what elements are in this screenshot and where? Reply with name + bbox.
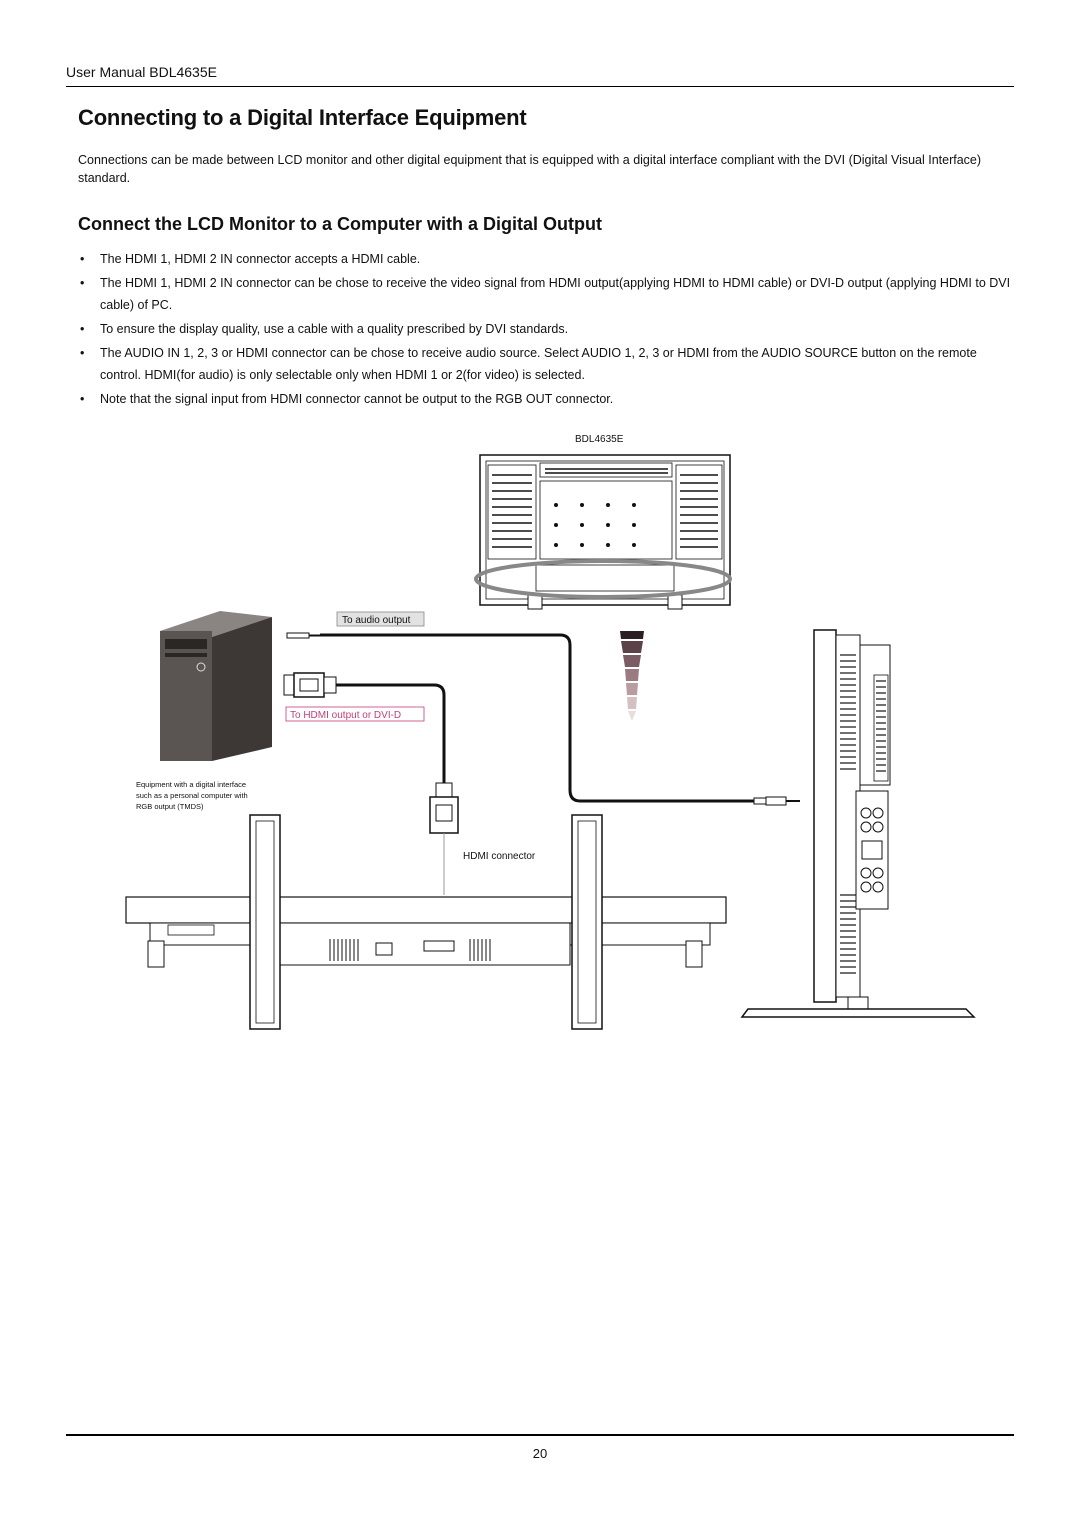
audio-label-box: [336, 611, 425, 627]
pc-caption-line2: such as a personal computer with: [136, 791, 248, 800]
pc-caption-line1: Equipment with a digital interface: [136, 780, 246, 789]
bullet-list: • The HDMI 1, HDMI 2 IN connector accepts…: [78, 248, 1018, 412]
bullet-item: • The AUDIO IN 1, 2, 3 or HDMI connector …: [78, 342, 1018, 386]
bullet-icon: •: [80, 322, 85, 336]
subsection-title: Connect the LCD Monitor to a Computer wi…: [78, 214, 602, 234]
bullet-item: • The HDMI 1, HDMI 2 IN connector can be …: [78, 272, 1018, 316]
connection-diagram-svg: BDL4635E To a: [125, 434, 976, 1030]
bullet-icon: •: [80, 346, 85, 360]
audio-plug-monitor: [753, 796, 800, 806]
connector-highlight: [474, 559, 732, 599]
page-number: 20: [532, 1446, 548, 1461]
header-rule: [66, 86, 1014, 87]
hdmi-plug: [429, 782, 459, 895]
bullet-icon: •: [80, 252, 85, 266]
bullet-text: To ensure the display quality, use a cab…: [100, 322, 569, 336]
view-direction-arrow: [620, 631, 644, 721]
video-label: To HDMI output or DVI-D: [290, 710, 401, 721]
bullet-item: • The HDMI 1, HDMI 2 IN connector accepts…: [78, 248, 1018, 270]
video-label-box: [285, 706, 425, 722]
computer-illustration: [160, 611, 272, 761]
hdmi-connector-label: HDMI connector: [463, 851, 536, 862]
bullet-icon: •: [80, 392, 85, 406]
bullet-item: • To ensure the display quality, use a ca…: [78, 318, 1018, 340]
footer-rule: [66, 1434, 1014, 1436]
video-cable: [336, 683, 446, 785]
connection-diagram: BDL4635E To a: [0, 425, 1080, 1045]
bullet-icon: •: [80, 276, 85, 290]
monitor-rear-view: [474, 454, 732, 610]
bullet-text: The HDMI 1, HDMI 2 IN connector can be c…: [100, 276, 1011, 312]
monitor-side-view: [740, 629, 976, 1018]
section-intro: Connections can be made between LCD moni…: [78, 153, 982, 185]
pc-caption-line3: RGB output (TMDS): [136, 802, 204, 811]
bullet-item: • Note that the signal input from HDMI co…: [78, 388, 1018, 410]
dvi-plug: [283, 672, 337, 698]
monitor-model-label: BDL4635E: [575, 434, 624, 445]
audio-plug: [286, 632, 320, 639]
bullet-text: The HDMI 1, HDMI 2 IN connector accepts …: [100, 252, 421, 266]
audio-cable: [320, 633, 754, 803]
bullet-text: Note that the signal input from HDMI con…: [100, 392, 614, 406]
monitor-bottom-view: [125, 814, 727, 1030]
bullet-text: The AUDIO IN 1, 2, 3 or HDMI connector c…: [100, 346, 977, 382]
manual-title: User Manual BDL4635E: [66, 64, 217, 80]
audio-label: To audio output: [342, 615, 411, 626]
section-title: Connecting to a Digital Interface Equipm…: [78, 105, 527, 130]
